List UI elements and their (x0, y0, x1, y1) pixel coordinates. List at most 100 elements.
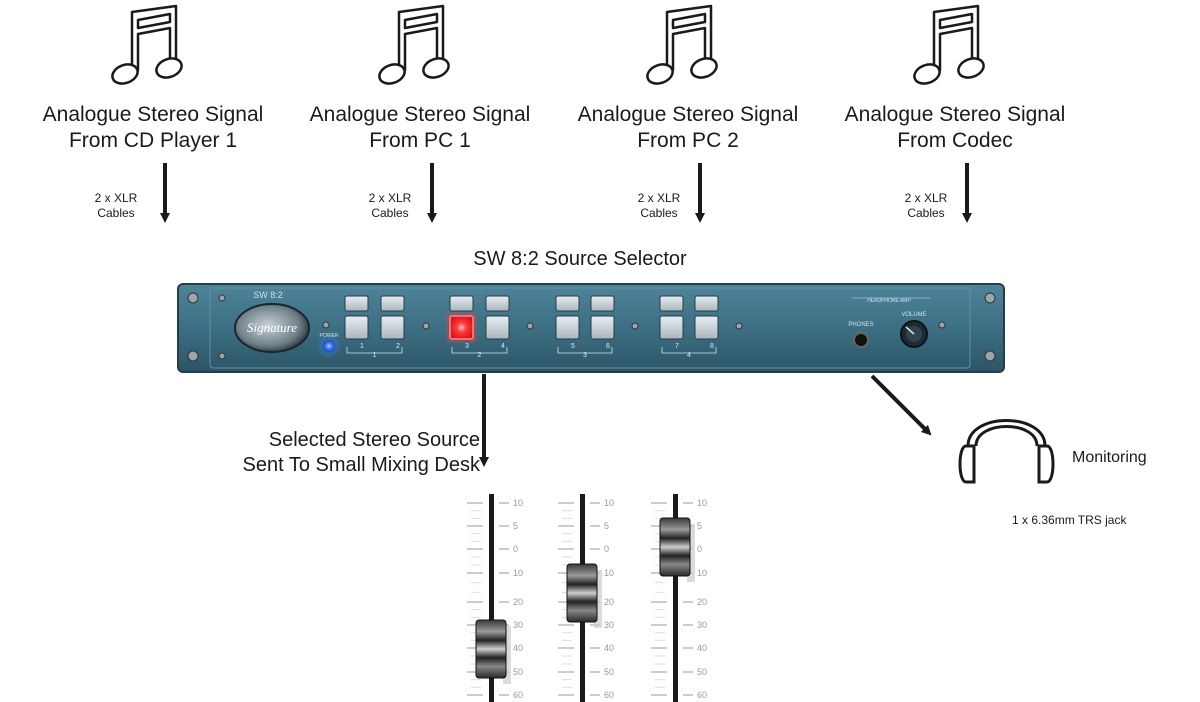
device-title: SW 8:2 Source Selector (473, 248, 687, 270)
group-number-label: 3 (583, 352, 587, 359)
led-indicator (659, 295, 684, 312)
source-button-3[interactable] (449, 315, 474, 340)
fader-scale-label: 10 (513, 498, 523, 508)
fader-scale-label: 10 (697, 498, 707, 508)
button-number-label: 3 (465, 343, 469, 350)
fader-scale-label: 0 (513, 544, 518, 554)
led-indicator (344, 295, 369, 312)
music-note-icon (646, 4, 718, 85)
source-button-8[interactable] (694, 315, 719, 340)
fader-scale-label: 60 (697, 690, 707, 700)
fader-scale-label: 60 (513, 690, 523, 700)
button-number-label: 2 (396, 343, 400, 350)
led-indicator (590, 295, 615, 312)
mixer-caption: Selected Stereo Source Sent To Small Mix… (190, 428, 481, 478)
button-number-label: 7 (675, 343, 679, 350)
fader-scale-label: 40 (697, 643, 707, 653)
phones-jack[interactable] (853, 332, 869, 348)
fader-scale-label: 10 (513, 568, 523, 578)
monitoring-label: Monitoring (1072, 449, 1147, 466)
fader-scale-label: 20 (697, 597, 707, 607)
source-title-pc-1: Analogue Stereo Signal From PC 1 (290, 102, 550, 154)
cable-label-line1: 2 x XLR (637, 191, 681, 205)
led-indicator (694, 295, 719, 312)
fader-scale-label: 5 (513, 521, 518, 531)
fader-scale-label: 40 (513, 643, 523, 653)
source-button-4[interactable] (485, 315, 510, 340)
source-button-1[interactable] (344, 315, 369, 340)
cable-label-line1: 2 x XLR (368, 191, 412, 205)
jack-label: 1 x 6.36mm TRS jack (1012, 513, 1127, 527)
source-line1: Analogue Stereo Signal (577, 103, 799, 126)
power-led (323, 340, 335, 352)
button-number-label: 4 (501, 343, 505, 350)
mixer-caption-line1: Selected Stereo Source (268, 429, 480, 451)
fader-scale-label: 20 (604, 597, 614, 607)
fader-scale-label: 5 (604, 521, 609, 531)
arrow-to-monitoring (870, 374, 932, 436)
fader-scale-label: 30 (697, 620, 707, 630)
cable-label-4: 2 x XLR Cables (886, 191, 966, 221)
led-indicator (555, 295, 580, 312)
source-button-2[interactable] (380, 315, 405, 340)
source-button-5[interactable] (555, 315, 580, 340)
cable-label-line2: Cables (371, 206, 409, 220)
source-line1: Analogue Stereo Signal (309, 103, 531, 126)
group-number-label: 4 (687, 352, 691, 359)
fader-scale-label: 20 (513, 597, 523, 607)
source-title-pc-2: Analogue Stereo Signal From PC 2 (558, 102, 818, 154)
fader-scale-label: 0 (697, 544, 702, 554)
headphones-icon (958, 419, 1055, 484)
cable-label-line2: Cables (97, 206, 135, 220)
led-indicator (380, 295, 405, 312)
fader-cap[interactable] (659, 517, 691, 577)
button-number-label: 5 (571, 343, 575, 350)
fader-cap[interactable] (475, 619, 507, 679)
cable-label-line2: Cables (640, 206, 678, 220)
fader-slot (489, 494, 494, 702)
volume-label: VOLUME (901, 312, 926, 318)
fader-scale-label: 5 (697, 521, 702, 531)
rack-screw-icons (187, 292, 996, 362)
fader-slot (673, 494, 678, 702)
fader-scale-label: 40 (604, 643, 614, 653)
fader-scale-label: 10 (697, 568, 707, 578)
logo-text: Signature (247, 320, 297, 335)
music-note-icon (913, 4, 985, 85)
fader-cap[interactable] (566, 563, 598, 623)
source-title-codec: Analogue Stereo Signal From Codec (825, 102, 1085, 154)
cable-label-line1: 2 x XLR (94, 191, 138, 205)
source-line2: From CD Player 1 (68, 129, 238, 152)
cable-label-3: 2 x XLR Cables (619, 191, 699, 221)
source-line2: From Codec (897, 129, 1013, 152)
button-number-label: 1 (360, 343, 364, 350)
button-number-label: 8 (710, 343, 714, 350)
signature-logo (234, 303, 310, 353)
mixer-caption-line2: Sent To Small Mixing Desk (242, 454, 481, 476)
fader-scale-label: 60 (604, 690, 614, 700)
source-line1: Analogue Stereo Signal (42, 103, 264, 126)
cable-label-2: 2 x XLR Cables (350, 191, 430, 221)
phones-label: PHONES (848, 322, 873, 328)
power-label: POWER (320, 333, 339, 339)
model-text: SW 8:2 (253, 290, 283, 300)
source-button-7[interactable] (659, 315, 684, 340)
fader-scale-label: 10 (604, 498, 614, 508)
fader-scale-label: 50 (697, 667, 707, 677)
led-indicator (449, 295, 474, 312)
cable-label-line1: 2 x XLR (904, 191, 948, 205)
button-number-label: 6 (606, 343, 610, 350)
source-line2: From PC 2 (637, 129, 739, 152)
fader-scale-label: 50 (604, 667, 614, 677)
headphone-amp-label: HEADPHONE AMP (867, 298, 911, 304)
fader-scale-label: 30 (604, 620, 614, 630)
source-button-6[interactable] (590, 315, 615, 340)
source-title-cd-player-1: Analogue Stereo Signal From CD Player 1 (23, 102, 283, 154)
fader-scale-label: 10 (604, 568, 614, 578)
led-indicator (485, 295, 510, 312)
